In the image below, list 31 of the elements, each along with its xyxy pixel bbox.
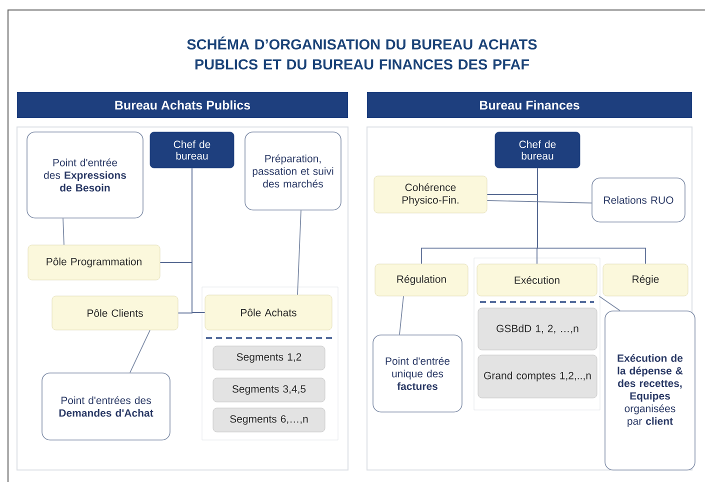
speech-bubble: Point d'entrée unique des factures: [372, 334, 462, 412]
chief-box: Chef de bureau: [494, 132, 580, 168]
speech-bubble: Exécution de la dépense & des recettes, Equipes organisées par client: [604, 310, 696, 470]
unit-box: Cohérence Physico-Fin.: [374, 176, 488, 214]
unit-box: Exécution: [476, 264, 598, 296]
leader-line: [598, 296, 620, 312]
chief-box: Chef de bureau: [150, 132, 234, 168]
leader-line: [297, 210, 302, 296]
leader-line: [486, 200, 592, 204]
node-label: Bureau Finances: [480, 100, 580, 110]
speech-bubble: Point d'entrées des Demandes d'Achat: [42, 372, 170, 440]
segment-box: GSBdD 1, 2, …,n: [478, 308, 598, 350]
leader-line: [62, 218, 64, 246]
connector-line: [192, 168, 206, 313]
title: SCHÉMA D’ORGANISATION DU BUREAU ACHATS PUBLICS ET DU BUREAU FINANCES DES PFAF: [187, 36, 537, 70]
speech-bubble: Point d'entrée des Expressions de Besoin: [26, 132, 144, 218]
segment-box: Grand comptes 1,2,..,n: [478, 354, 598, 398]
unit-box: Pôle Programmation: [28, 244, 160, 280]
segment-box: Segments 6,…,n: [212, 408, 326, 432]
speech-bubble: Préparation, passation et suivi des marchés: [244, 132, 342, 210]
segment-box: Segments 3,4,5: [212, 378, 326, 402]
node-label: Bureau Achats Publics: [115, 100, 250, 110]
connector-line: [537, 168, 646, 264]
speech-bubble: Relations RUO: [592, 178, 686, 222]
unit-box: Pôle Achats: [204, 294, 332, 330]
leader-line: [130, 330, 150, 374]
unit-box: Régie: [602, 264, 688, 296]
segment-box: Segments 1,2: [212, 346, 326, 370]
leader-line: [399, 296, 404, 336]
unit-box: Pôle Clients: [52, 296, 178, 330]
unit-box: Régulation: [374, 264, 468, 296]
